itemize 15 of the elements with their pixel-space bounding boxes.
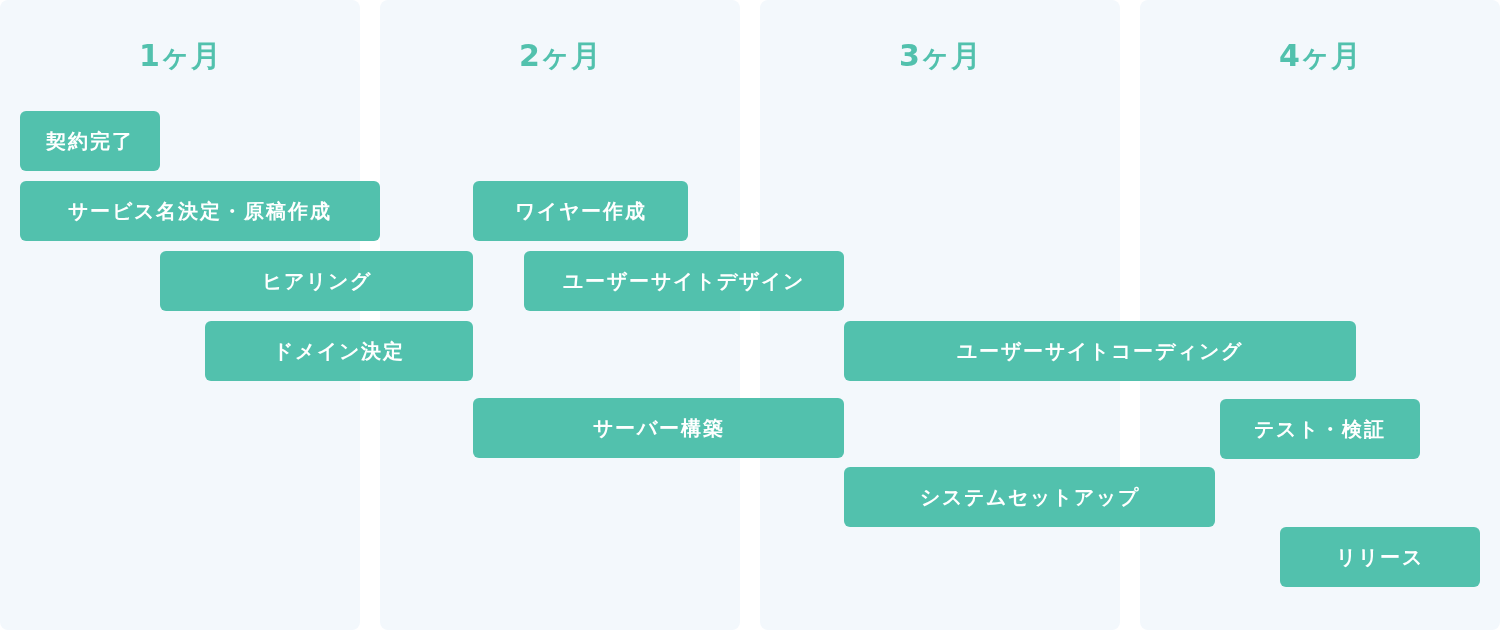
- task-bar: サーバー構築: [473, 398, 844, 458]
- task-bar: システムセットアップ: [844, 467, 1215, 527]
- task-bar: ヒアリング: [160, 251, 473, 311]
- task-bar: ドメイン決定: [205, 321, 473, 381]
- task-bar: ユーザーサイトデザイン: [524, 251, 844, 311]
- task-bar: リリース: [1280, 527, 1480, 587]
- task-bar: テスト・検証: [1220, 399, 1420, 459]
- task-bar: サービス名決定・原稿作成: [20, 181, 380, 241]
- task-bar: 契約完了: [20, 111, 160, 171]
- task-bar: ワイヤー作成: [473, 181, 688, 241]
- column-heading: 1ヶ月: [139, 37, 221, 75]
- column-heading: 2ヶ月: [519, 37, 601, 75]
- task-bar: ユーザーサイトコーディング: [844, 321, 1356, 381]
- column-heading: 3ヶ月: [899, 37, 981, 75]
- column-heading: 4ヶ月: [1279, 37, 1361, 75]
